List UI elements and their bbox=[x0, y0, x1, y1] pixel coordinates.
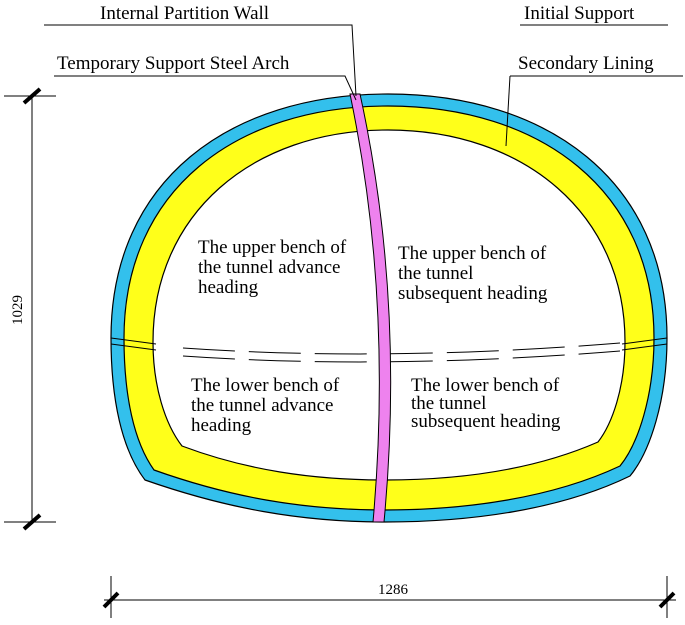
label-internal-partition-wall: Internal Partition Wall bbox=[100, 3, 269, 24]
region-upper-advance-line-3: heading bbox=[198, 277, 259, 298]
width-dimension bbox=[102, 576, 676, 618]
temporary-inverted-arch bbox=[182, 342, 621, 363]
label-initial-support: Initial Support bbox=[524, 3, 635, 24]
region-upper-subsequent-line-1: The upper bench of bbox=[398, 243, 547, 264]
label-secondary-lining: Secondary Lining bbox=[518, 53, 654, 74]
region-upper-advance-line-1: The upper bench of bbox=[198, 237, 347, 258]
region-lower-advance-line-1: The lower bench of bbox=[191, 375, 340, 396]
region-lower-subsequent-line-1: The lower bench of bbox=[411, 375, 560, 396]
height-dimension-value: 1029 bbox=[10, 295, 26, 325]
region-lower-advance-line-2: the tunnel advance bbox=[191, 395, 333, 416]
region-lower-subsequent-line-3: subsequent heading bbox=[411, 411, 561, 432]
region-lower-subsequent: The lower bench of the tunnel subsequent… bbox=[411, 375, 561, 432]
region-lower-subsequent-line-2: the tunnel bbox=[411, 393, 486, 414]
region-upper-advance-line-2: the tunnel advance bbox=[198, 257, 340, 278]
region-lower-advance: The lower bench of the tunnel advance he… bbox=[191, 375, 340, 436]
region-lower-advance-line-3: heading bbox=[191, 415, 252, 436]
label-temporary-support-steel-arch: Temporary Support Steel Arch bbox=[57, 53, 290, 74]
region-upper-subsequent: The upper bench of the tunnel subsequent… bbox=[398, 243, 548, 304]
callout-leaders bbox=[44, 24, 683, 147]
internal-partition-wall bbox=[349, 93, 392, 523]
region-upper-advance: The upper bench of the tunnel advance he… bbox=[198, 237, 347, 298]
width-dimension-value: 1286 bbox=[378, 582, 409, 598]
region-upper-subsequent-line-3: subsequent heading bbox=[398, 283, 548, 304]
region-upper-subsequent-line-2: the tunnel bbox=[398, 263, 473, 284]
height-dimension bbox=[4, 87, 56, 531]
bench-split-lines bbox=[110, 337, 668, 351]
